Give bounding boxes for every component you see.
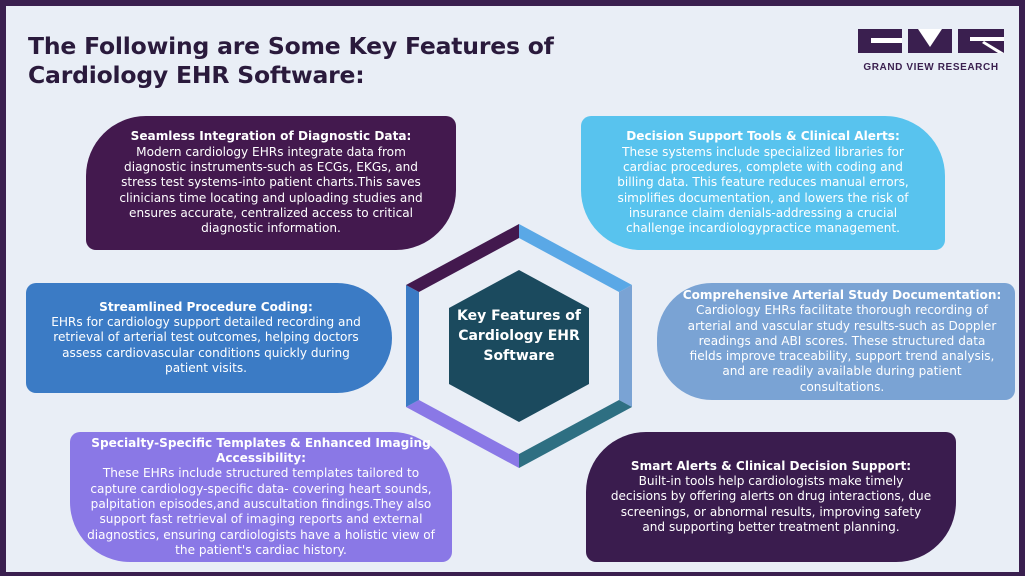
feature-body: Built-in tools help cardiologists make t… — [610, 474, 932, 534]
feature-heading: Streamlined Procedure Coding: — [99, 299, 313, 314]
feature-body: EHRs for cardiology support detailed rec… — [51, 315, 361, 375]
feature-heading: Decision Support Tools & Clinical Alerts… — [626, 129, 900, 144]
infographic-frame: The Following are Some Key Features of C… — [6, 6, 1019, 572]
feature-diagnostic-integration: Seamless Integration of Diagnostic Data:… — [86, 116, 456, 250]
logo-mark-icon — [858, 29, 1004, 53]
feature-body: Cardiology EHRs facilitate thorough reco… — [687, 303, 997, 394]
feature-heading: Specialty-Specific Templates & Enhanced … — [91, 435, 431, 466]
feature-body: These EHRs include structured templates … — [87, 466, 435, 557]
feature-heading: Smart Alerts & Clinical Decision Support… — [630, 458, 912, 473]
grand-view-research-logo: GRAND VIEW RESEARCH — [858, 29, 1004, 79]
feature-arterial-documentation: Comprehensive Arterial Study Documentati… — [657, 283, 1015, 400]
center-hexagon — [406, 224, 632, 468]
feature-decision-support-tools: Decision Support Tools & Clinical Alerts… — [581, 116, 945, 250]
feature-heading: Comprehensive Arterial Study Documentati… — [682, 287, 1002, 302]
feature-smart-alerts: Smart Alerts & Clinical Decision Support… — [586, 432, 956, 562]
page-title: The Following are Some Key Features of C… — [28, 32, 554, 89]
logo-text: GRAND VIEW RESEARCH — [863, 62, 999, 73]
feature-specialty-templates: Specialty-Specific Templates & Enhanced … — [70, 432, 452, 562]
feature-heading: Seamless Integration of Diagnostic Data: — [130, 129, 412, 144]
feature-body: Modern cardiology EHRs integrate data fr… — [119, 144, 423, 236]
feature-procedure-coding: Streamlined Procedure Coding: EHRs for c… — [26, 283, 392, 393]
center-label: Key Features of Cardiology EHR Software — [456, 308, 581, 364]
feature-body: These systems include specialized librar… — [617, 144, 909, 236]
